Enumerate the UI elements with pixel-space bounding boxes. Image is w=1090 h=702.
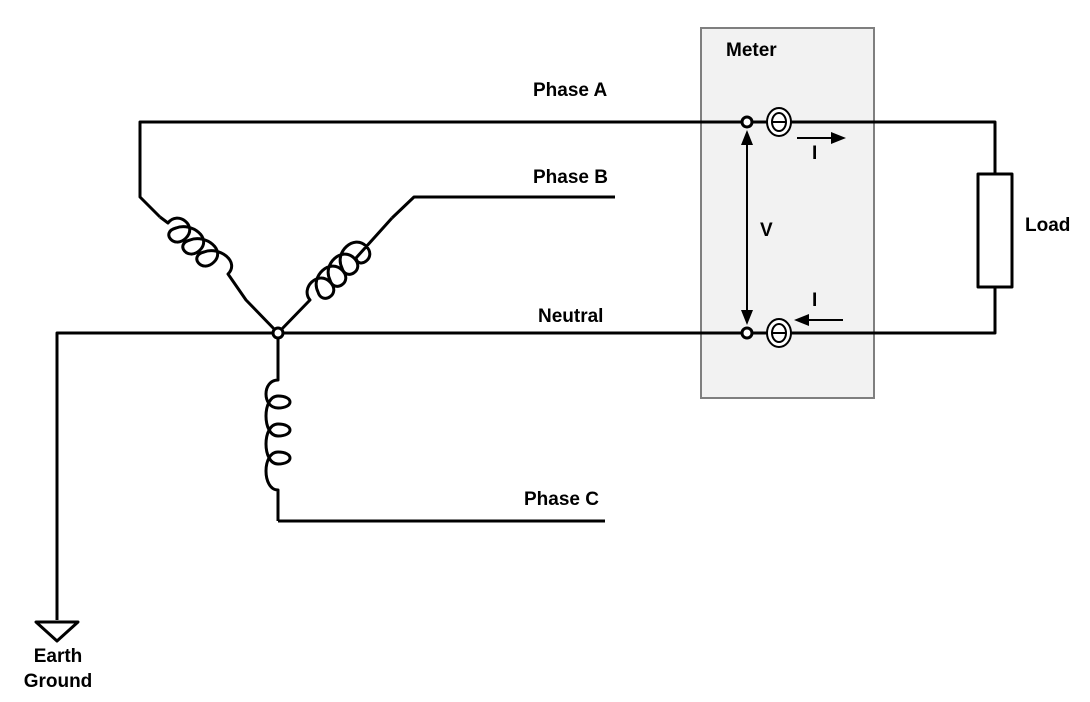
phase-c-winding	[264, 333, 292, 521]
voltage-label: V	[760, 220, 773, 241]
phase-b-winding	[276, 216, 394, 335]
phase-c-label: Phase C	[524, 489, 599, 510]
load-resistor	[976, 172, 1014, 289]
phase-b-label: Phase B	[533, 167, 608, 188]
earth-ground-label-line1: Earth	[33, 646, 83, 667]
current-arrow-bottom	[794, 314, 843, 326]
meter-label: Meter	[726, 40, 777, 61]
star-point-node	[271, 326, 285, 340]
current-label-bottom: I	[812, 290, 818, 311]
earth-ground-symbol	[34, 620, 80, 643]
current-sensor-bottom	[766, 318, 792, 348]
phase-a-label: Phase A	[533, 80, 608, 101]
neutral-label: Neutral	[538, 306, 604, 327]
voltage-terminal-bottom	[740, 326, 754, 340]
earth-ground-label: Earth Ground	[12, 643, 104, 694]
phase-a-wire	[138, 120, 997, 219]
current-label-top: I	[812, 143, 818, 164]
current-sensor-top	[766, 107, 792, 137]
phase-b-wire	[390, 195, 615, 220]
phase-a-winding	[159, 215, 280, 335]
neutral-wire	[55, 287, 997, 620]
earth-ground-label-line2: Ground	[23, 671, 93, 692]
load-label: Load	[1025, 215, 1071, 236]
voltage-arrow	[741, 130, 753, 325]
voltage-terminal-top	[740, 115, 754, 129]
current-arrow-top	[797, 132, 846, 144]
